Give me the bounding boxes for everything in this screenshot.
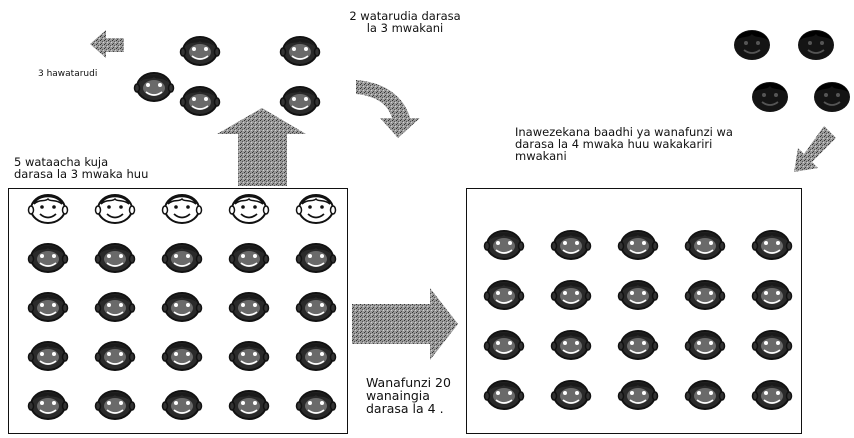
class4-student-face	[750, 276, 794, 312]
curved-arrow	[356, 80, 420, 138]
dropout-cluster-face	[132, 68, 176, 104]
class3-student-face	[93, 288, 137, 324]
class3-student-face	[227, 288, 271, 324]
class3-student-face	[160, 337, 204, 373]
dropout-cluster-face	[278, 82, 322, 118]
class3-student-face	[160, 386, 204, 422]
left-arrow	[90, 30, 124, 58]
class4-student-face	[482, 276, 526, 312]
class3-student-face	[294, 337, 338, 373]
class3-student-face	[160, 239, 204, 275]
diagonal-arrow	[794, 126, 836, 172]
class3-student-face	[160, 288, 204, 324]
class4-student-face	[750, 326, 794, 362]
class3-student-face	[93, 386, 137, 422]
class4-student-face	[549, 276, 593, 312]
class3-student-face	[26, 239, 70, 275]
dropout-cluster-face	[278, 32, 322, 68]
class3-student-face	[294, 386, 338, 422]
class4-student-face	[616, 376, 660, 412]
class4-student-face	[616, 276, 660, 312]
class4-student-face	[549, 226, 593, 262]
class4-student-face	[683, 276, 727, 312]
class4-student-face	[683, 226, 727, 262]
class4-student-face	[683, 376, 727, 412]
class3-student-face	[227, 337, 271, 373]
right-arrow	[352, 288, 458, 360]
class4-student-face	[750, 226, 794, 262]
class3-student-face	[26, 337, 70, 373]
dropout-student-face	[160, 190, 204, 226]
class4-student-face	[549, 326, 593, 362]
class4-student-face	[616, 326, 660, 362]
class4-student-face	[482, 326, 526, 362]
class3-student-face	[294, 239, 338, 275]
up-arrow	[217, 108, 306, 186]
repeater-face	[810, 78, 854, 114]
class3-student-face	[26, 386, 70, 422]
dropout-student-face	[93, 190, 137, 226]
class3-student-face	[93, 337, 137, 373]
repeater-face	[748, 78, 792, 114]
dropout-student-face	[294, 190, 338, 226]
dropout-student-face	[227, 190, 271, 226]
class3-student-face	[227, 386, 271, 422]
class4-student-face	[482, 376, 526, 412]
class3-student-face	[294, 288, 338, 324]
class4-student-face	[683, 326, 727, 362]
dropout-cluster-face	[178, 82, 222, 118]
dropout-student-face	[26, 190, 70, 226]
repeater-face	[794, 26, 838, 62]
repeater-face	[730, 26, 774, 62]
dropout-cluster-face	[178, 32, 222, 68]
class3-student-face	[227, 239, 271, 275]
class4-student-face	[616, 226, 660, 262]
class4-student-face	[482, 226, 526, 262]
class4-student-face	[549, 376, 593, 412]
class3-student-face	[93, 239, 137, 275]
class4-student-face	[750, 376, 794, 412]
class3-student-face	[26, 288, 70, 324]
